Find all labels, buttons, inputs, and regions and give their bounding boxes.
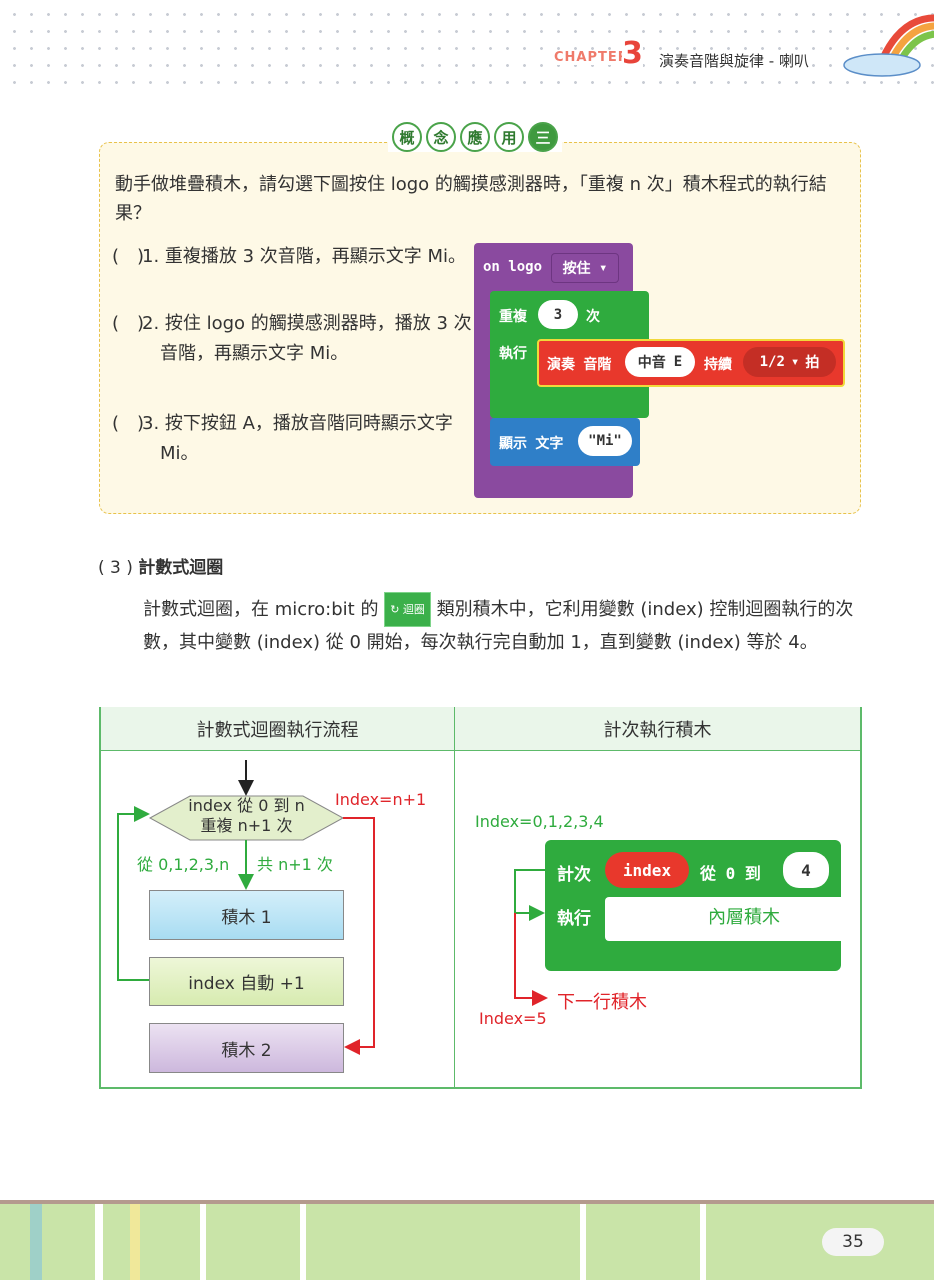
repeat-label: 重複 bbox=[499, 309, 527, 325]
beat-dropdown[interactable]: 1/2▾拍 bbox=[743, 347, 836, 377]
press-dropdown[interactable]: 按住 ▾ bbox=[551, 253, 619, 283]
loop-category-chip: ↻ 迴圈 bbox=[384, 592, 431, 627]
footer-stripe bbox=[300, 1204, 306, 1280]
inner-block-label: 內層積木 bbox=[708, 907, 780, 928]
table-divider bbox=[454, 707, 455, 1089]
section-paragraph: 計數式迴圈，在 micro:bit 的 ↻ 迴圈 類別積木中，它利用變數 (in… bbox=[143, 592, 861, 658]
play-label: 演奏 音階 bbox=[547, 357, 612, 373]
badge: 應 bbox=[460, 122, 490, 152]
index-variable[interactable]: index bbox=[605, 852, 689, 888]
page-number: 35 bbox=[822, 1228, 884, 1256]
table-header-flow: 計數式迴圈執行流程 bbox=[101, 707, 454, 751]
index-next-label: Index=n+1 bbox=[335, 790, 427, 809]
question-text: 動手做堆疊積木，請勾選下圖按住 logo 的觸摸感測器時，「重複 n 次」積木程… bbox=[115, 174, 827, 224]
block1-box: 積木 1 bbox=[149, 890, 344, 940]
footer-stripe bbox=[130, 1204, 140, 1280]
concept-badges: 概 念 應 用 三 bbox=[388, 122, 562, 152]
badge: 三 bbox=[528, 122, 558, 152]
count-label: 共 n+1 次 bbox=[257, 855, 333, 874]
next-block-label: 下一行積木 bbox=[557, 992, 647, 1013]
increment-box: index 自動 +1 bbox=[149, 957, 344, 1006]
badge: 用 bbox=[494, 122, 524, 152]
do-label: 執行 bbox=[499, 346, 527, 362]
block2-box: 積木 2 bbox=[149, 1023, 344, 1073]
badge: 概 bbox=[392, 122, 422, 152]
chapter-title: 演奏音階與旋律 - 喇叭 bbox=[656, 50, 812, 71]
chapter-label: CHAPTER bbox=[551, 50, 632, 65]
inner-slot bbox=[605, 897, 841, 941]
chapter-number: 3 bbox=[622, 36, 643, 71]
footer-stripe bbox=[30, 1204, 42, 1280]
for-label: 計次 bbox=[557, 865, 591, 885]
footer-band bbox=[0, 1200, 934, 1280]
dotted-header-background bbox=[0, 0, 934, 86]
footer-stripe bbox=[95, 1204, 103, 1280]
on-logo-label: on logo bbox=[483, 259, 543, 275]
do-label: 執行 bbox=[557, 909, 591, 929]
to-value-input[interactable]: 4 bbox=[783, 852, 829, 888]
repeat-count-input[interactable]: 3 bbox=[538, 300, 578, 329]
table-header-block: 計次執行積木 bbox=[455, 707, 860, 751]
text-input[interactable]: "Mi" bbox=[578, 426, 632, 456]
duration-label: 持續 bbox=[704, 357, 732, 373]
range-index-label: Index=0,1,2,3,4 bbox=[475, 812, 604, 831]
footer-stripe bbox=[580, 1204, 586, 1280]
times-label: 次 bbox=[586, 309, 600, 325]
badge: 念 bbox=[426, 122, 456, 152]
section-heading: ( 3 ) 計數式迴圈 bbox=[98, 558, 224, 578]
range-label: 從 0,1,2,3,n bbox=[137, 855, 230, 874]
show-label: 顯示 文字 bbox=[499, 436, 564, 452]
end-index-label: Index=5 bbox=[479, 1009, 547, 1028]
from-label: 從 0 到 bbox=[700, 864, 761, 883]
footer-stripe bbox=[700, 1204, 706, 1280]
footer-stripe bbox=[200, 1204, 206, 1280]
